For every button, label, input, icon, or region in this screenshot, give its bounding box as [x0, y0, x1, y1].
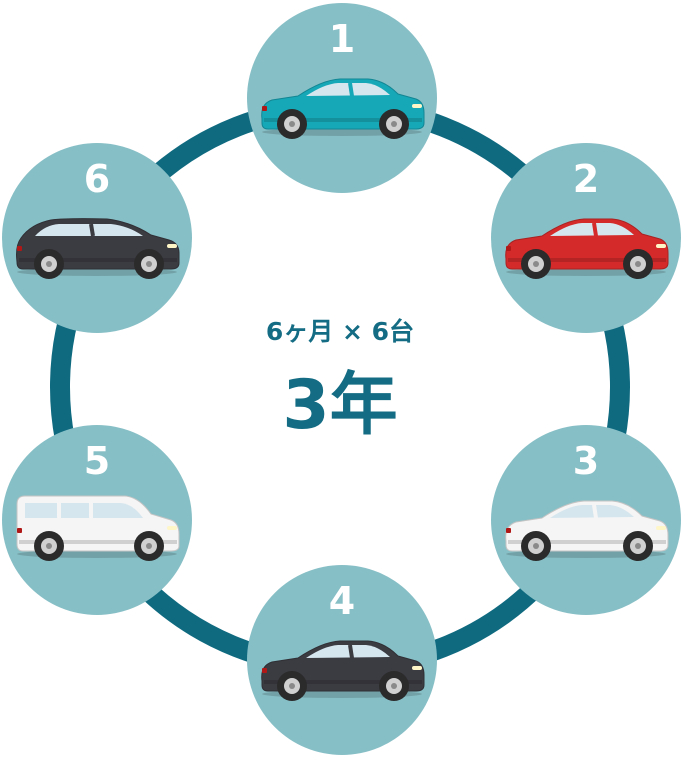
- hatchback-car-icon: [16, 218, 180, 279]
- sedan-car-icon: [505, 500, 669, 561]
- center-label: 6ヶ月 × 6台 3年: [266, 317, 414, 445]
- node-number: 4: [329, 579, 355, 623]
- sedan-car-icon: [261, 78, 425, 139]
- node-number: 3: [573, 439, 599, 483]
- node-number: 6: [84, 157, 110, 201]
- node-number: 1: [329, 17, 355, 61]
- node-1: 1: [247, 3, 437, 193]
- node-number: 2: [573, 157, 599, 201]
- center-subtitle: 6ヶ月 × 6台: [266, 317, 414, 346]
- node-2: 2: [491, 143, 681, 333]
- center-title: 3年: [282, 366, 397, 445]
- node-5: 5: [2, 425, 192, 615]
- sedan-car-icon: [505, 218, 669, 279]
- sedan-car-icon: [261, 640, 425, 701]
- node-number: 5: [84, 439, 110, 483]
- node-6: 6: [2, 143, 192, 333]
- minivan-car-icon: [16, 495, 180, 561]
- node-4: 4: [247, 565, 437, 755]
- node-3: 3: [491, 425, 681, 615]
